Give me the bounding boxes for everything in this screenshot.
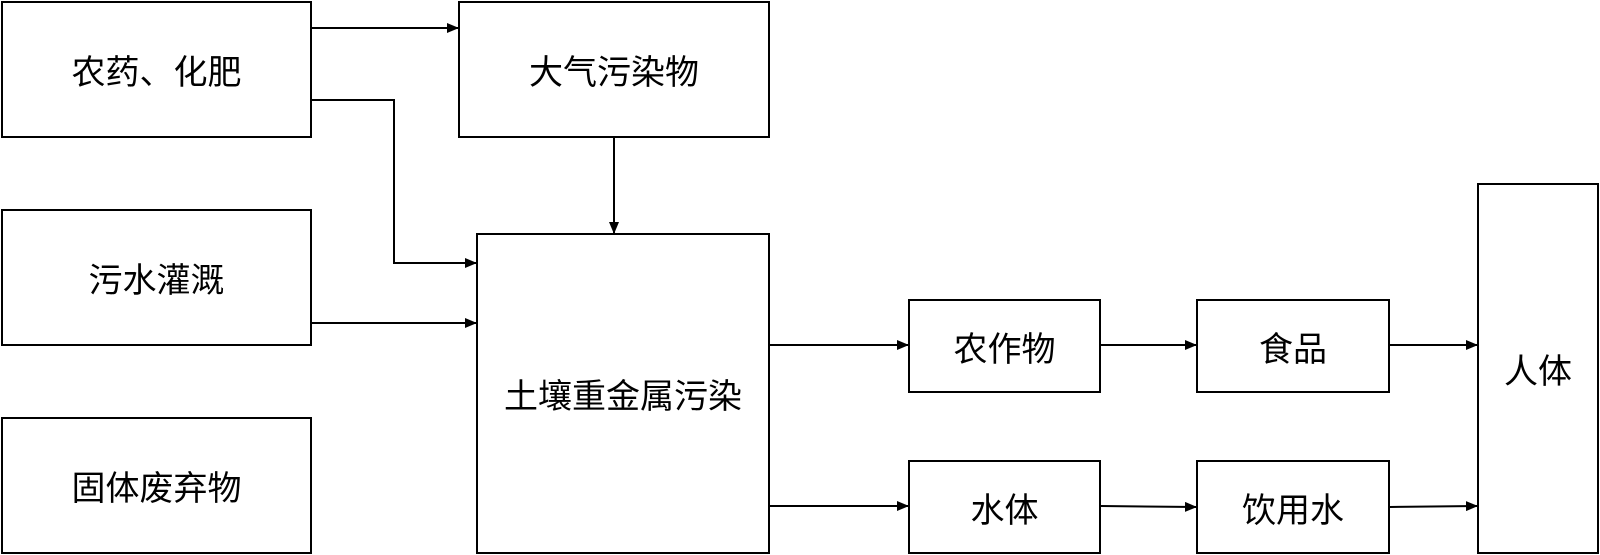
node-drinking-water: 饮用水 [1196, 460, 1390, 554]
node-crops: 农作物 [908, 299, 1101, 393]
node-pesticides-fertilizers: 农药、化肥 [1, 1, 312, 138]
node-sewage-irrigation: 污水灌溉 [1, 209, 312, 346]
node-air-pollutants: 大气污染物 [458, 1, 770, 138]
node-water-body: 水体 [908, 460, 1101, 554]
edge-water-to-drinking-water [1100, 501, 1197, 512]
node-food: 食品 [1196, 299, 1390, 393]
node-soil-heavy-metal-pollution: 土壤重金属污染 [476, 233, 770, 554]
edge-pesticides-to-soil [312, 99, 477, 268]
edge-drinking-water-to-human [1389, 501, 1478, 512]
node-solid-waste: 固体废弃物 [1, 417, 312, 554]
node-human-body: 人体 [1477, 183, 1599, 554]
